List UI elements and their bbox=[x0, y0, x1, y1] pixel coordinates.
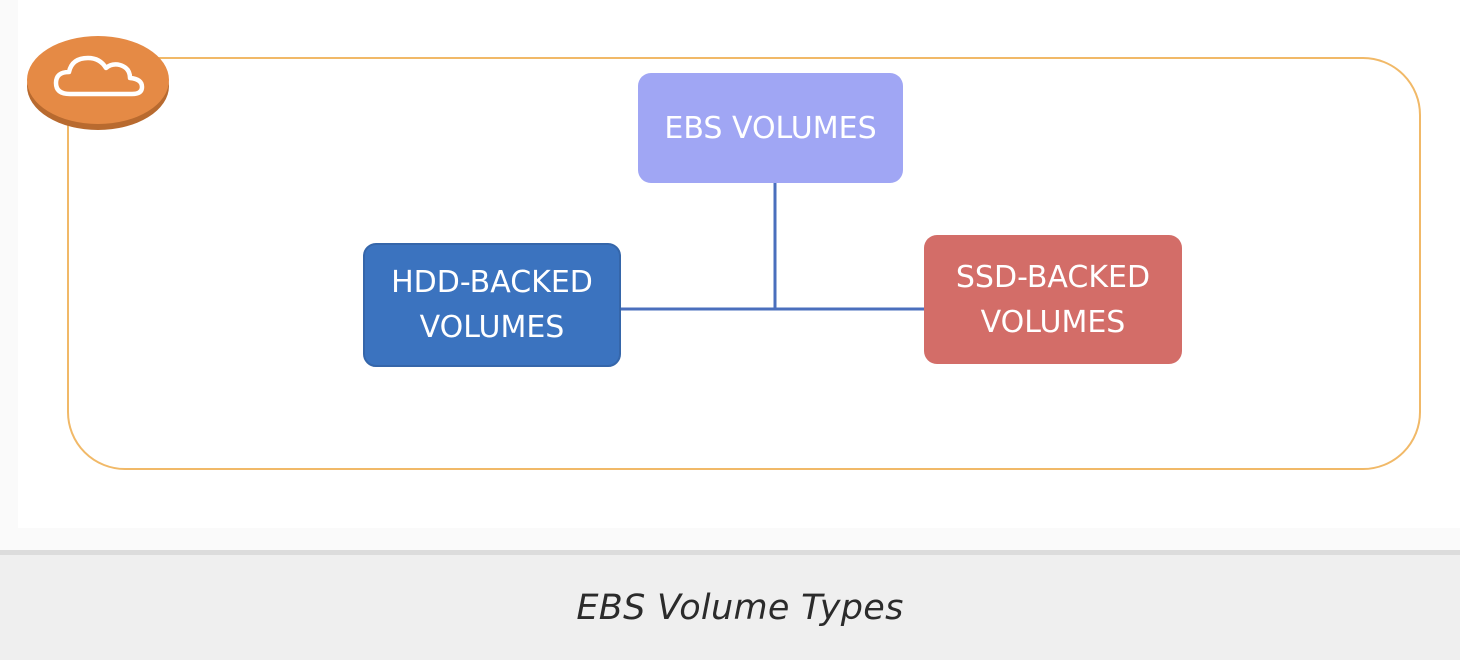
caption-bar bbox=[0, 555, 1460, 660]
cloud-group-frame bbox=[67, 57, 1421, 470]
figure-caption: EBS Volume Types bbox=[576, 588, 904, 628]
node-ebs-volumes: EBS VOLUMES bbox=[638, 73, 903, 183]
cloud-icon bbox=[27, 36, 169, 130]
node-hdd-backed-volumes: HDD-BACKED VOLUMES bbox=[363, 243, 621, 367]
connector-lines bbox=[621, 183, 924, 311]
caption-divider bbox=[0, 550, 1460, 555]
node-ssd-backed-volumes: SSD-BACKED VOLUMES bbox=[924, 235, 1182, 364]
